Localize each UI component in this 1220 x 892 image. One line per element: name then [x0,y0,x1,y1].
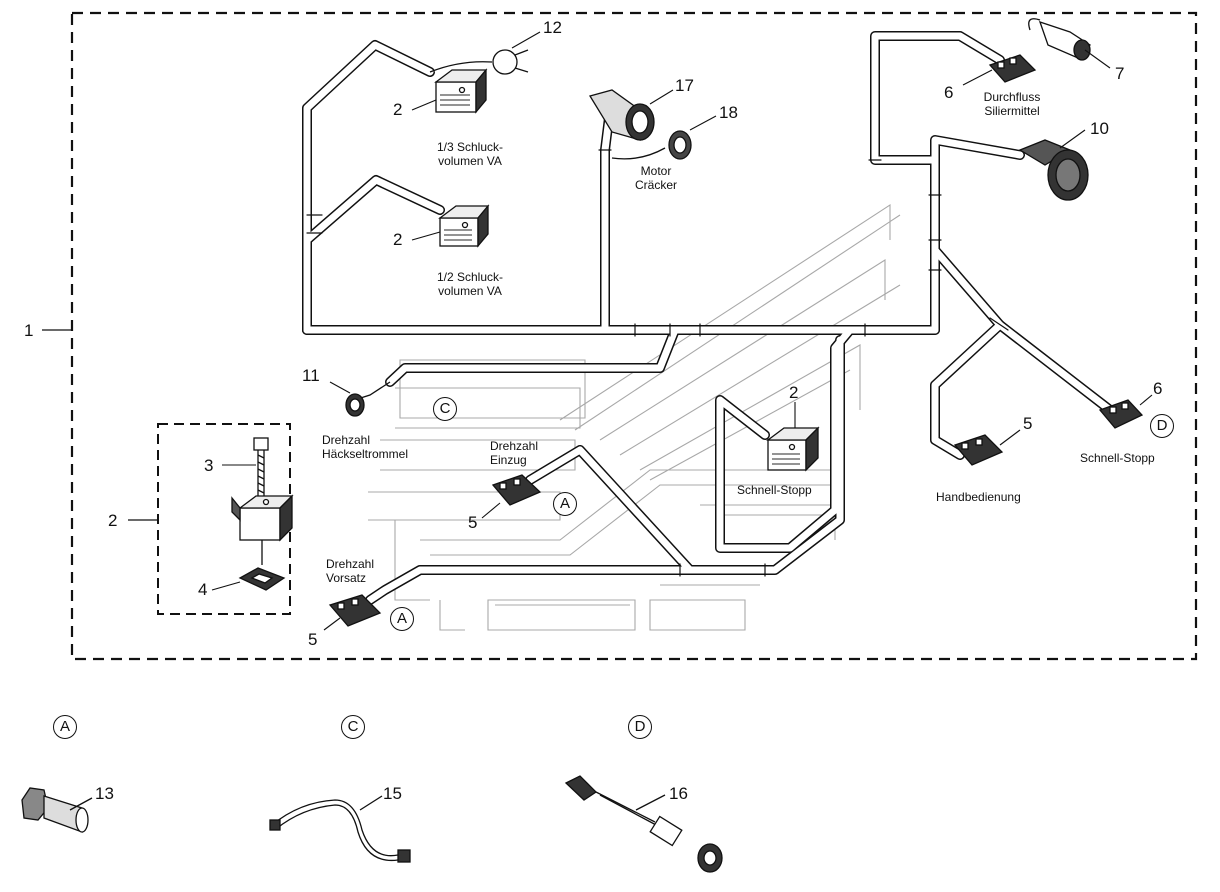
callout-12: 12 [543,18,562,37]
solenoid-connector-lower-icon [438,204,490,248]
round-connector-17-icon [588,89,655,141]
callout-15: 15 [383,784,402,803]
label-schluck-1-2: 1/2 Schluck- volumen VA [436,270,504,298]
label-schnell-stopp-center: Schnell-Stopp [737,483,812,497]
connector-5-vorsatz-icon [328,594,382,627]
label-schluck-1-3: 1/3 Schluck- volumen VA [436,140,504,168]
detail-ref-a: A [53,715,77,739]
callout-2-lower: 2 [393,230,403,249]
detail-ref-d: D [628,715,652,739]
part-15-icon [269,795,411,863]
label-durchfluss: Durchfluss Siliermittel [983,90,1041,118]
connector-7-icon [1028,18,1092,61]
connector-11-icon [345,381,391,417]
ref-d-schnellstopp: D [1150,414,1174,438]
ref-a-einzug: A [553,492,577,516]
detail-ref-c: C [341,715,365,739]
leader-lines [211,31,1153,631]
connector-6-right-icon [1098,399,1144,429]
label-drehzahl-haecksel: Drehzahl Häckseltrommel [322,433,409,461]
callout-6-upper: 6 [944,83,954,102]
callout-17: 17 [675,76,694,95]
connector-6-upper-icon [988,54,1037,83]
solenoid-connector-sub-icon [231,494,294,565]
label-drehzahl-vorsatz: Drehzahl Vorsatz [326,557,375,585]
callout-4: 4 [198,580,208,599]
callout-18: 18 [719,103,738,122]
callout-6-right: 6 [1153,379,1163,398]
round-connector-18-icon [611,130,692,160]
callout-2-schnellstopp: 2 [789,383,799,402]
machine-frame-outline [368,203,901,631]
callout-1: 1 [24,321,34,340]
part-16-icon [564,775,723,873]
assembly-frame [70,11,1198,661]
callout-7: 7 [1115,64,1125,83]
callout-11: 11 [302,366,320,385]
gasket-4-icon [238,567,286,591]
harness-wires [302,31,1115,605]
plug-12-icon [429,49,529,75]
callout-5-einzug: 5 [468,513,478,532]
round-connector-10-icon [1018,139,1089,201]
solenoid-connector-schnellstopp-icon [766,426,820,472]
label-schnell-stopp-right: Schnell-Stopp [1080,451,1155,465]
callout-2-sub: 2 [108,511,118,530]
callout-13: 13 [95,784,114,803]
label-drehzahl-einzug: Drehzahl Einzug [490,439,539,467]
callout-16: 16 [669,784,688,803]
callout-5-hand: 5 [1023,414,1033,433]
callout-2-upper: 2 [393,100,403,119]
callout-3: 3 [204,456,214,475]
part-13-icon [21,787,93,833]
solenoid-connector-upper-icon [434,68,488,114]
screw-3-icon [253,437,269,498]
label-handbedienung: Handbedienung [936,490,1021,504]
ref-c-haecksel: C [433,397,457,421]
callout-10: 10 [1090,119,1109,138]
ref-a-vorsatz: A [390,607,414,631]
connector-5-hand-icon [953,434,1004,466]
label-motor-cracker: Motor Cräcker [634,164,677,192]
connector-5-einzug-icon [491,474,542,506]
callout-5-vorsatz: 5 [308,630,318,649]
